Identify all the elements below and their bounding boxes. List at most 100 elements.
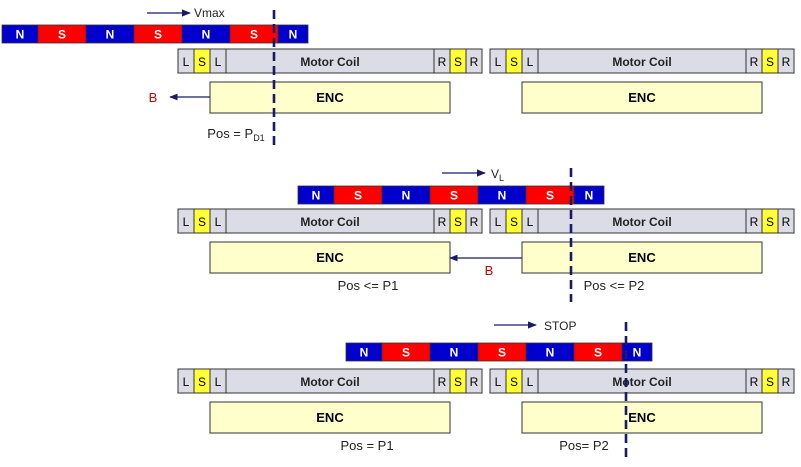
- encoder-label: ENC: [628, 410, 656, 425]
- sensor-cell-right-label: R: [438, 215, 447, 229]
- sensor-cell-right-label: S: [766, 55, 774, 69]
- sensor-cell-left-label: L: [527, 215, 534, 229]
- motor-coil-label: Motor Coil: [300, 55, 359, 69]
- position-label: Pos = PD1: [207, 126, 264, 143]
- encoder-label: ENC: [316, 410, 344, 425]
- sensor-cell-right-label: R: [438, 55, 447, 69]
- sensor-cell-right: [465, 48, 483, 74]
- velocity-label-main: Vmax: [194, 6, 225, 20]
- magnet-pole-label: N: [360, 346, 369, 360]
- magnet-pole-label: N: [585, 189, 594, 203]
- magnet-pole-label: S: [58, 28, 66, 42]
- encoder-box: [209, 81, 451, 114]
- sensor-cell-left-label: L: [183, 215, 190, 229]
- motor-coil: [537, 368, 747, 394]
- sensor-cell-right-label: R: [782, 375, 791, 389]
- velocity-label: VL: [491, 167, 504, 183]
- sensor-cell-right: [777, 48, 795, 74]
- north-pole-segment: [573, 185, 605, 205]
- magnet-pole-label: N: [633, 346, 642, 360]
- velocity-label-main: STOP: [544, 319, 576, 333]
- magnet-pole-label: N: [202, 28, 211, 42]
- magnet-pole-label: S: [250, 28, 258, 42]
- velocity-label: Vmax: [194, 6, 225, 20]
- motor-coil-label: Motor Coil: [612, 215, 671, 229]
- sensor-cell-right-label: S: [454, 215, 462, 229]
- sensor-cell-right-label: S: [454, 375, 462, 389]
- motor-coil: [537, 48, 747, 74]
- magnet-pole-label: S: [154, 28, 162, 42]
- magnet-pole-label: S: [450, 189, 458, 203]
- sensor-cell-left-label: S: [198, 55, 206, 69]
- encoder-box: [209, 401, 451, 434]
- sensor-cell-left-label: L: [527, 55, 534, 69]
- magnet-pole-label: N: [498, 189, 507, 203]
- sensor-cell-left-label: L: [495, 375, 502, 389]
- position-label: Pos <= P2: [584, 278, 645, 293]
- sensor-cell-right-label: R: [438, 375, 447, 389]
- sensor-cell-left-label: L: [495, 55, 502, 69]
- magnet-pole-label: S: [354, 189, 362, 203]
- sensor-cell-right-label: R: [750, 215, 759, 229]
- position-label-sub: D1: [253, 133, 265, 143]
- motor-coil: [537, 208, 747, 234]
- sensor-cell-right: [777, 368, 795, 394]
- sensor-cell-left-label: L: [215, 375, 222, 389]
- sensor-cell-right-label: S: [766, 215, 774, 229]
- position-label: Pos= P2: [559, 438, 609, 453]
- sensor-cell-left-label: S: [510, 375, 518, 389]
- magnet-pole-label: N: [402, 189, 411, 203]
- sensor-cell-right-label: R: [750, 55, 759, 69]
- magnet-pole-label: N: [16, 28, 25, 42]
- brake-label: B: [149, 90, 158, 105]
- motor-coil-label: Motor Coil: [300, 215, 359, 229]
- sensor-cell-right-label: R: [782, 215, 791, 229]
- sensor-cell-left-label: L: [183, 55, 190, 69]
- sensor-cell-right-label: S: [454, 55, 462, 69]
- sensor-cell-left-label: L: [183, 375, 190, 389]
- north-pole-segment: [621, 342, 653, 362]
- sensor-cell-left-label: L: [527, 375, 534, 389]
- position-label-main: Pos = P: [207, 126, 253, 141]
- magnet-pole-label: N: [450, 346, 459, 360]
- motor-coil-label: Motor Coil: [612, 55, 671, 69]
- sensor-cell-left-label: S: [198, 375, 206, 389]
- encoder-label: ENC: [316, 250, 344, 265]
- position-label: Pos <= P1: [338, 278, 399, 293]
- sensor-cell-left-label: S: [510, 55, 518, 69]
- velocity-label-main: V: [491, 167, 499, 181]
- magnet-pole-label: S: [402, 346, 410, 360]
- sensor-cell-right-label: R: [470, 55, 479, 69]
- sensor-cell-right: [777, 208, 795, 234]
- magnet-pole-label: S: [498, 346, 506, 360]
- magnet-pole-label: N: [106, 28, 115, 42]
- encoder-label: ENC: [316, 90, 344, 105]
- north-pole-segment: [277, 24, 309, 44]
- magnet-pole-label: N: [289, 28, 298, 42]
- encoder-box: [521, 81, 763, 114]
- motor-coil: [225, 368, 435, 394]
- position-label: Pos = P1: [340, 438, 393, 453]
- sensor-cell-left-label: S: [198, 215, 206, 229]
- sensor-cell-right-label: R: [470, 375, 479, 389]
- motor-coil-label: Motor Coil: [612, 375, 671, 389]
- sensor-cell-right: [465, 208, 483, 234]
- sensor-cell-right-label: S: [766, 375, 774, 389]
- motor-coil: [225, 208, 435, 234]
- sensor-cell-right-label: R: [782, 55, 791, 69]
- velocity-label: STOP: [544, 319, 576, 333]
- magnet-pole-label: N: [546, 346, 555, 360]
- brake-label: B: [485, 263, 494, 278]
